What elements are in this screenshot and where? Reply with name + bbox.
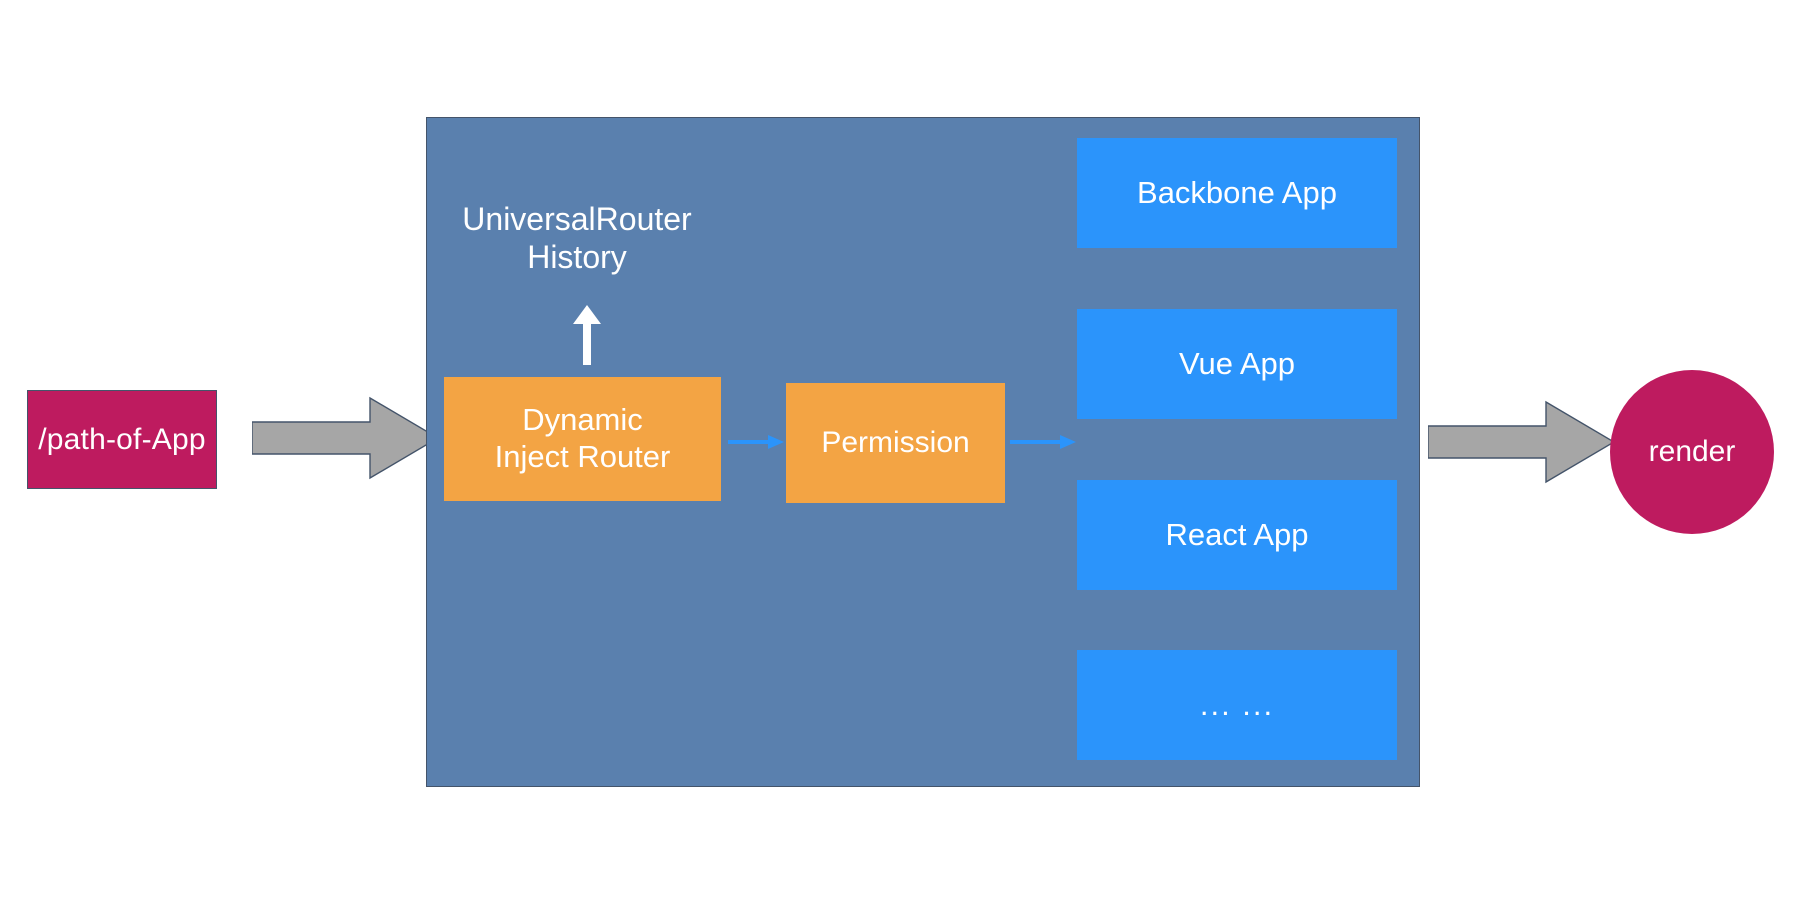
arrow-right-icon-router-to-permission	[728, 435, 784, 449]
app-box-backbone: Backbone App	[1077, 138, 1397, 248]
app-box-react: React App	[1077, 480, 1397, 590]
dynamic-inject-router-box: Dynamic Inject Router	[444, 377, 721, 501]
arrow-up-icon	[573, 305, 601, 365]
app-box-more: ... ...	[1077, 650, 1397, 760]
input-path-box: /path-of-App	[27, 390, 217, 489]
universal-router-history-label: UniversalRouter History	[462, 201, 692, 275]
arrow-right-icon-permission-to-apps	[1010, 435, 1076, 449]
app-box-vue: Vue App	[1077, 309, 1397, 419]
gray-arrow-container-to-render	[1428, 400, 1614, 484]
permission-box: Permission	[786, 383, 1005, 503]
render-output-circle: render	[1610, 370, 1774, 534]
gray-arrow-input-to-container	[252, 396, 438, 480]
